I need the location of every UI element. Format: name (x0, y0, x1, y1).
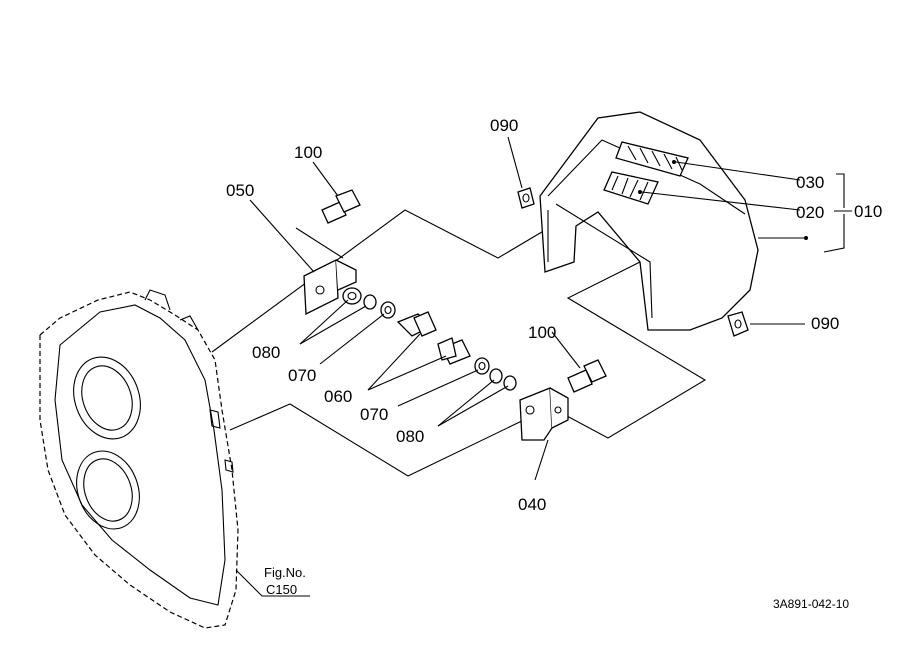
label-040: 040 (518, 495, 546, 514)
label-090-right: 090 (811, 314, 839, 333)
cover-010 (539, 111, 808, 331)
bolt-100-top (321, 189, 361, 224)
fig-no-label: Fig.No. (264, 565, 306, 580)
nut-090-top (517, 187, 535, 209)
washer-stack-left (342, 287, 396, 319)
bolt-060-a (396, 311, 437, 337)
label-100-top: 100 (294, 143, 322, 162)
label-080-left: 080 (252, 343, 280, 362)
leader-lines (235, 136, 852, 597)
washer-stack-mid (474, 357, 517, 391)
bolt-100-bottom (567, 359, 607, 393)
bracket-040 (519, 387, 569, 441)
label-050: 050 (226, 181, 254, 200)
nut-090-right (727, 311, 749, 337)
label-070-mid: 070 (360, 405, 388, 424)
fig-number: C150 (266, 582, 297, 597)
bolt-060-b (437, 337, 471, 365)
label-070-left: 070 (288, 366, 316, 385)
label-100-bottom: 100 (528, 323, 556, 342)
label-020: 020 (796, 203, 824, 222)
label-030: 030 (796, 173, 824, 192)
bracket-050 (303, 258, 357, 316)
label-010: 010 (854, 202, 882, 221)
gear-case-housing (39, 289, 239, 629)
label-080-mid: 080 (396, 427, 424, 446)
label-060: 060 (324, 387, 352, 406)
drawing-code: 3A891-042-10 (773, 597, 849, 611)
label-090-top: 090 (490, 116, 518, 135)
